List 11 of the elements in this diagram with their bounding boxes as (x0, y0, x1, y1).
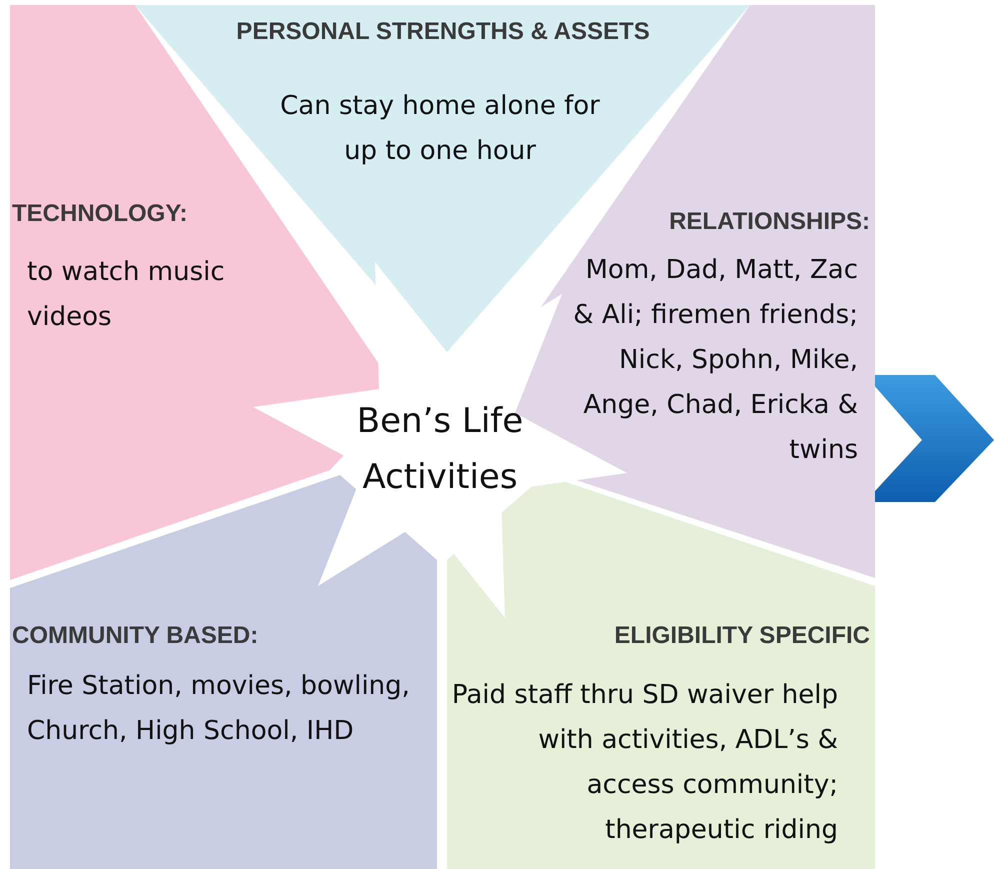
section-text: Fire Station, movies, bowling, Church, High School, IHD (27, 670, 411, 748)
section-heading: COMMUNITY BASED: (12, 622, 258, 650)
section-heading: TECHNOLOGY: (12, 200, 188, 228)
section-heading: ELIGIBILITY SPECIFIC (614, 622, 870, 650)
section-heading: PERSONAL STRENGTHS & ASSETS (236, 18, 650, 46)
section-text: to watch music videos (27, 256, 226, 334)
center-title: Ben’s Life Activities (356, 400, 524, 499)
section-text: Mom, Dad, Matt, Zac & Ali; firemen friends; Nick, Spohn, Mike, Ange, Chad, Ericka & twins (572, 254, 858, 467)
section-heading: RELATIONSHIPS: (669, 208, 870, 236)
section-text: Paid staff thru SD waiver help with activities, ADL’s & access community; therapeutic riding (450, 679, 838, 847)
section-text: Can stay home alone for up to one hour (279, 90, 601, 168)
